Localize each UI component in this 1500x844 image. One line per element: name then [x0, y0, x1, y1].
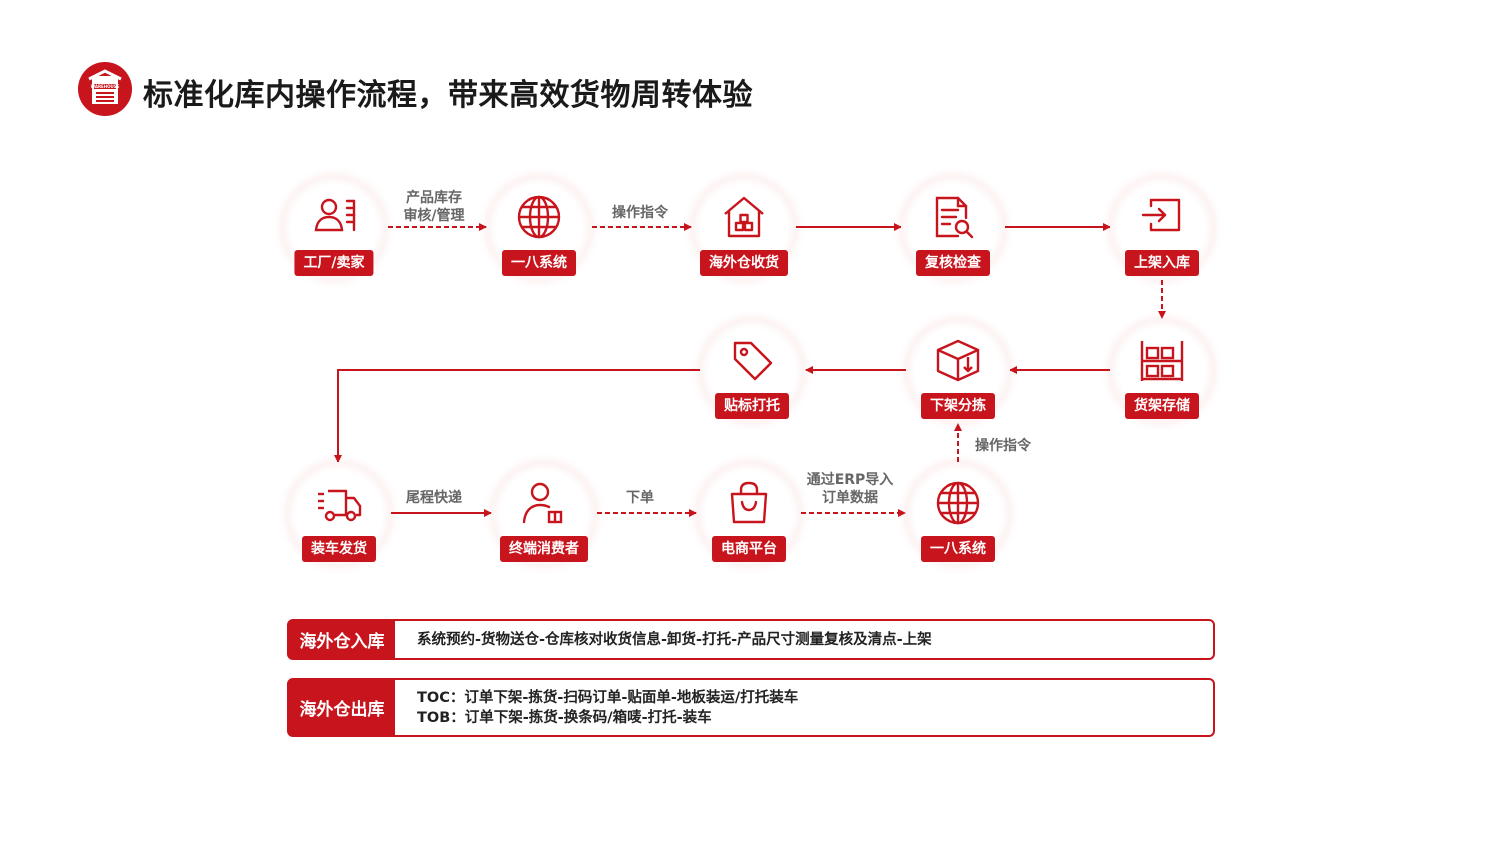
shelf-icon: [1140, 341, 1184, 381]
edge-label-op-cmd-1: 操作指令: [612, 205, 668, 221]
node-label-factory: 工厂/卖家: [294, 250, 374, 276]
edge-label-erp: 通过ERP导入 订单数据: [806, 472, 894, 506]
node-label-consumer: 终端消费者: [500, 536, 588, 562]
warehouse-home-icon: [724, 196, 764, 238]
outbound-toc-text: TOC：订单下架-拣货-扫码订单-贴面单-地板装运/打托装车: [417, 689, 799, 706]
edge-label-order: 下单: [626, 490, 654, 506]
warehouse-logo: WAREHOUSE: [78, 62, 132, 116]
node-system-1: 一八系统: [487, 176, 591, 280]
box-down-icon: [936, 339, 980, 382]
node-ship: 装车发货: [287, 462, 391, 566]
truck-icon: [318, 489, 362, 522]
logo-text: WAREHOUSE: [91, 84, 120, 89]
node-consumer: 终端消费者: [492, 462, 596, 566]
node-shelve: 上架入库: [1110, 176, 1214, 280]
node-label-ship: 装车发货: [302, 536, 376, 562]
node-label-storage: 货架存储: [1125, 393, 1199, 419]
node-receive: 海外仓收货: [692, 176, 796, 280]
outbound-info-box: 海外仓出库 TOC：订单下架-拣货-扫码订单-贴面单-地板装运/打托装车 TOB…: [287, 678, 1215, 737]
inbound-text: 系统预约-货物送仓-仓库核对收货信息-卸货-打托-产品尺寸测量复核及清点-上架: [417, 631, 932, 648]
node-label-recheck: 复核检查: [916, 250, 990, 276]
edge-label-op-cmd-2: 操作指令: [975, 438, 1031, 454]
globe-icon: [517, 195, 561, 239]
node-label-system-2: 一八系统: [921, 536, 995, 562]
node-recheck: 复核检查: [901, 176, 1005, 280]
node-label-ecommerce: 电商平台: [712, 536, 786, 562]
node-factory: 工厂/卖家: [282, 176, 386, 280]
node-label-label: 贴标打托: [715, 393, 789, 419]
globe-icon: [936, 481, 980, 525]
page-title: 标准化库内操作流程，带来高效货物周转体验: [143, 78, 753, 113]
arrow-label-ship: [334, 369, 700, 463]
node-label-pallet: 贴标打托: [700, 319, 804, 423]
node-system-2: 一八系统: [906, 462, 1010, 566]
document-search-icon: [935, 196, 974, 239]
edge-label-inventory: 产品库存 审核/管理: [403, 190, 465, 224]
outbound-tag: 海外仓出库: [289, 680, 395, 735]
inbound-tag: 海外仓入库: [289, 621, 395, 658]
enter-icon: [1141, 198, 1181, 232]
user-parcel-icon: [522, 482, 563, 524]
node-label-system-1: 一八系统: [502, 250, 576, 276]
node-storage: 货架存储: [1110, 319, 1214, 423]
node-pick: 下架分拣: [906, 319, 1010, 423]
shopping-bag-icon: [730, 481, 768, 524]
node-label-receive: 海外仓收货: [700, 250, 788, 276]
node-ecommerce: 电商平台: [697, 462, 801, 566]
tag-icon: [733, 341, 773, 381]
seller-icon: [314, 198, 356, 232]
outbound-tob-text: TOB：订单下架-拣货-换条码/箱唛-打托-装车: [417, 709, 712, 726]
edge-label-last-mile: 尾程快递: [406, 490, 462, 506]
node-label-pick: 下架分拣: [921, 393, 995, 419]
inbound-info-box: 海外仓入库 系统预约-货物送仓-仓库核对收货信息-卸货-打托-产品尺寸测量复核及…: [287, 619, 1215, 660]
node-label-shelve: 上架入库: [1125, 250, 1199, 276]
